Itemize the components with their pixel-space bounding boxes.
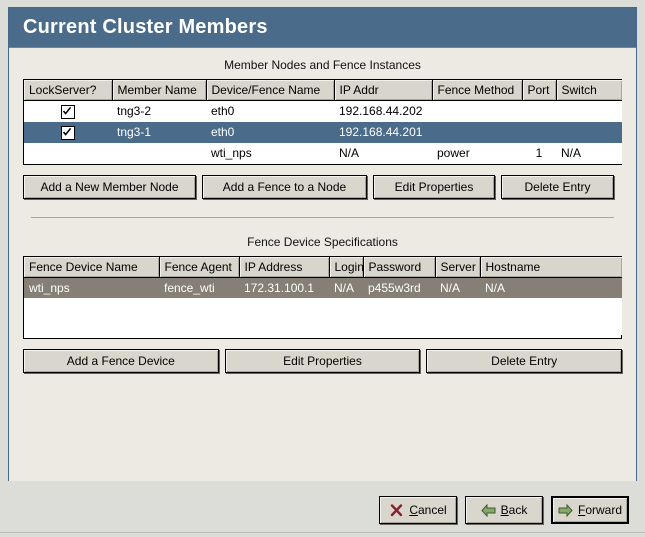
- cell-device-fence-name: eth0: [206, 121, 334, 143]
- col-header-switch[interactable]: Switch: [556, 80, 622, 101]
- arrow-right-icon: [558, 503, 573, 517]
- back-button[interactable]: Back: [465, 496, 543, 524]
- add-fence-to-node-button[interactable]: Add a Fence to a Node: [202, 174, 367, 199]
- section-divider-wrap: [9, 199, 636, 235]
- table-row[interactable]: wti_nps fence_wti 172.31.100.1 N/A p455w…: [24, 277, 622, 299]
- back-label-rest: ack: [508, 503, 528, 517]
- delete-entry-member-button[interactable]: Delete Entry: [501, 174, 614, 199]
- forward-mnemonic: F: [577, 503, 586, 517]
- navigation-buttons: Cancel Back Forward: [379, 496, 629, 524]
- cell-server: N/A: [435, 277, 480, 299]
- cell-ip-address: 172.31.100.1: [239, 277, 329, 299]
- cell-fence-device-name: wti_nps: [24, 277, 159, 299]
- cell-device-fence-name: wti_nps: [206, 142, 334, 164]
- cancel-label-rest: ancel: [417, 503, 447, 517]
- member-nodes-section-title: Member Nodes and Fence Instances: [224, 58, 421, 72]
- member-nodes-table: LockServer? Member Name Device/Fence Nam…: [24, 80, 622, 164]
- cell-member-name: [112, 142, 206, 164]
- col-header-device-fence-name[interactable]: Device/Fence Name: [206, 80, 335, 101]
- arrow-left-icon: [480, 503, 496, 517]
- cell-hostname: N/A: [480, 277, 622, 299]
- forward-button-label: Forward: [578, 503, 622, 517]
- cell-ip-addr: N/A: [334, 142, 432, 164]
- add-fence-device-button[interactable]: Add a Fence Device: [23, 348, 219, 373]
- col-header-member-name[interactable]: Member Name: [112, 80, 207, 101]
- col-header-login[interactable]: Login: [329, 256, 364, 278]
- member-nodes-header-row: LockServer? Member Name Device/Fence Nam…: [24, 80, 622, 101]
- table-row[interactable]: tng3-1 eth0 192.168.44.201: [24, 121, 622, 143]
- col-header-ip-addr[interactable]: IP Addr: [334, 80, 433, 101]
- fence-devices-button-row: Add a Fence Device Edit Properties Delet…: [23, 348, 623, 373]
- title-bar: Current Cluster Members: [9, 8, 636, 48]
- cell-fence-method: [432, 100, 522, 122]
- delete-entry-fence-button[interactable]: Delete Entry: [426, 348, 623, 373]
- col-header-port[interactable]: Port: [522, 80, 557, 101]
- cell-member-name: tng3-2: [112, 100, 206, 122]
- panel-body: Member Nodes and Fence Instances LockSer…: [9, 48, 636, 481]
- member-nodes-table-container: LockServer? Member Name Device/Fence Nam…: [23, 79, 622, 165]
- col-header-server[interactable]: Server: [435, 256, 481, 278]
- back-mnemonic: B: [500, 503, 509, 517]
- edit-properties-member-button[interactable]: Edit Properties: [373, 174, 495, 199]
- fence-devices-table-container: Fence Device Name Fence Agent IP Address…: [23, 255, 622, 339]
- cell-lockserver: [24, 142, 112, 164]
- cancel-button-label: Cancel: [409, 503, 446, 517]
- edit-properties-fence-button[interactable]: Edit Properties: [224, 348, 421, 373]
- table-row[interactable]: tng3-2 eth0 192.168.44.202: [24, 100, 622, 122]
- cell-ip-addr: 192.168.44.201: [334, 121, 432, 143]
- cancel-button[interactable]: Cancel: [379, 496, 457, 524]
- fence-devices-section-title: Fence Device Specifications: [247, 234, 398, 249]
- col-header-lockserver[interactable]: LockServer?: [24, 80, 113, 101]
- cell-port: 1: [522, 142, 556, 164]
- forward-label-rest: orward: [585, 503, 623, 517]
- content-panel: Current Cluster Members Member Nodes and…: [8, 7, 637, 481]
- cell-login: N/A: [329, 277, 363, 299]
- cell-ip-addr: 192.168.44.202: [334, 100, 432, 122]
- cell-device-fence-name: eth0: [206, 100, 334, 122]
- table-row[interactable]: wti_nps N/A power 1 N/A: [24, 142, 622, 164]
- cell-port: [522, 100, 556, 122]
- cell-switch: [556, 121, 622, 143]
- footer-separator: [0, 532, 645, 533]
- checkbox-checked-icon[interactable]: [61, 104, 75, 119]
- fence-devices-table: Fence Device Name Fence Agent IP Address…: [24, 256, 622, 336]
- cell-lockserver[interactable]: [24, 121, 112, 143]
- cell-fence-method: power: [432, 142, 522, 164]
- cell-fence-method: [432, 121, 522, 143]
- checkbox-checked-icon[interactable]: [61, 125, 75, 140]
- member-nodes-button-row: Add a New Member Node Add a Fence to a N…: [23, 174, 622, 199]
- section-divider: [31, 216, 614, 218]
- fence-devices-header-row: Fence Device Name Fence Agent IP Address…: [24, 256, 622, 278]
- cell-lockserver[interactable]: [24, 100, 112, 122]
- cancel-x-icon: [389, 503, 404, 517]
- back-button-label: Back: [501, 503, 528, 517]
- cancel-mnemonic: C: [409, 503, 418, 517]
- forward-button[interactable]: Forward: [551, 496, 629, 524]
- col-header-fence-agent[interactable]: Fence Agent: [159, 256, 240, 278]
- col-header-password[interactable]: Password: [363, 256, 436, 278]
- col-header-fence-device-name[interactable]: Fence Device Name: [24, 256, 160, 278]
- window-title: Current Cluster Members: [23, 16, 268, 38]
- footer-bar: Cancel Back Forward: [0, 484, 645, 537]
- table-empty-area[interactable]: [24, 298, 622, 336]
- empty-cell: [24, 298, 622, 336]
- cell-port: [522, 121, 556, 143]
- cell-switch: [556, 100, 622, 122]
- add-new-member-node-button[interactable]: Add a New Member Node: [23, 174, 196, 199]
- col-header-hostname[interactable]: Hostname: [480, 256, 622, 278]
- cell-member-name: tng3-1: [112, 121, 206, 143]
- cell-switch: N/A: [556, 142, 622, 164]
- cell-password: p455w3rd: [363, 277, 435, 299]
- col-header-ip-address[interactable]: IP Address: [239, 256, 330, 278]
- cell-fence-agent: fence_wti: [159, 277, 239, 299]
- col-header-fence-method[interactable]: Fence Method: [432, 80, 523, 101]
